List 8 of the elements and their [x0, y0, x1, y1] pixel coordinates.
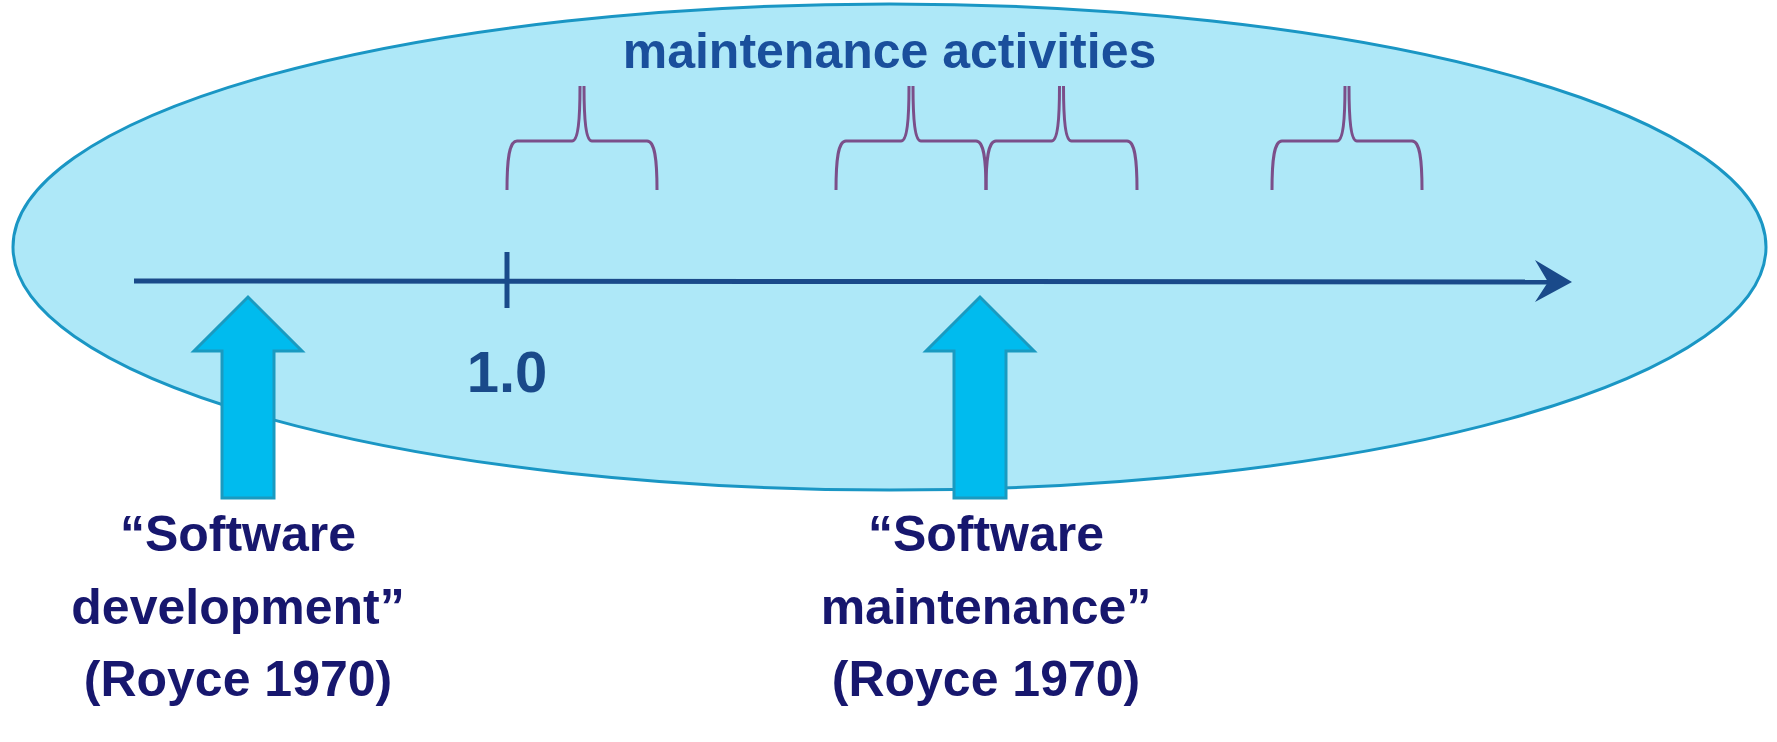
- block-arrow: [922, 294, 1038, 500]
- quoted-term: “Software development”: [70, 505, 406, 637]
- citation-text: (Royce 1970): [830, 650, 1142, 709]
- ellipse-title: maintenance activities: [621, 24, 1158, 79]
- quoted-term: “Software maintenance”: [819, 505, 1153, 637]
- citation-text: (Royce 1970): [82, 650, 394, 709]
- tick-label: 1.0: [465, 340, 549, 404]
- block-arrow: [190, 294, 306, 500]
